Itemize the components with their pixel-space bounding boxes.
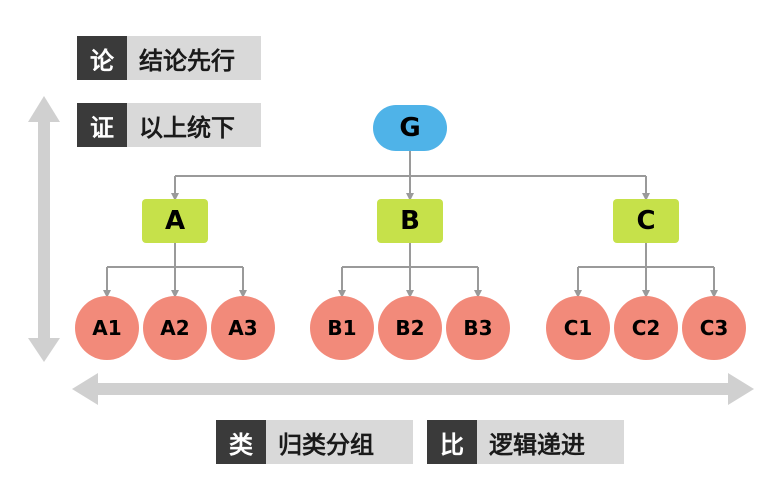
leaf-node-label: A3: [228, 316, 257, 340]
tag-order-key: 比: [427, 420, 477, 464]
branch-node-A: A: [142, 199, 208, 243]
leaf-node-B1: B1: [310, 296, 374, 360]
leaf-node-C3: C3: [682, 296, 746, 360]
tree-nodes: G A A1 A2 A3 B B1 B2 B3 C C1 C2 C3: [75, 105, 746, 360]
leaf-node-B2: B2: [378, 296, 442, 360]
leaf-node-label: C3: [700, 316, 729, 340]
leaf-node-A1: A1: [75, 296, 139, 360]
leaf-node-A2: A2: [143, 296, 207, 360]
leaf-node-label: C2: [632, 316, 661, 340]
tag-conclusion-text: 结论先行: [127, 36, 261, 80]
branch-node-C: C: [613, 199, 679, 243]
leaf-node-C1: C1: [546, 296, 610, 360]
horizontal-axis-arrow: [72, 373, 754, 405]
branch-node-label: B: [400, 206, 420, 236]
leaf-node-A3: A3: [211, 296, 275, 360]
tag-order-text: 逻辑递进: [477, 420, 624, 464]
leaf-node-label: C1: [564, 316, 593, 340]
leaf-node-label: B1: [327, 316, 356, 340]
tag-order: 比 逻辑递进: [427, 420, 624, 464]
tag-group: 类 归类分组: [216, 420, 413, 464]
branch-node-B: B: [377, 199, 443, 243]
connector-lines: [103, 150, 718, 298]
tag-support: 证 以上统下: [77, 103, 261, 147]
branch-node-label: A: [165, 206, 185, 236]
vertical-axis-arrow: [28, 96, 60, 362]
tag-conclusion: 论 结论先行: [77, 36, 261, 80]
tag-group-key: 类: [216, 420, 266, 464]
tag-support-key: 证: [77, 103, 127, 147]
tag-conclusion-key: 论: [77, 36, 127, 80]
leaf-node-C2: C2: [614, 296, 678, 360]
tag-support-text: 以上统下: [127, 103, 261, 147]
leaf-node-label: A1: [92, 316, 121, 340]
root-node: G: [373, 105, 447, 151]
tag-group-text: 归类分组: [266, 420, 413, 464]
branch-node-label: C: [636, 206, 655, 236]
leaf-node-label: B2: [395, 316, 424, 340]
leaf-node-label: A2: [160, 316, 189, 340]
root-node-label: G: [399, 113, 420, 143]
leaf-node-label: B3: [463, 316, 492, 340]
leaf-node-B3: B3: [446, 296, 510, 360]
